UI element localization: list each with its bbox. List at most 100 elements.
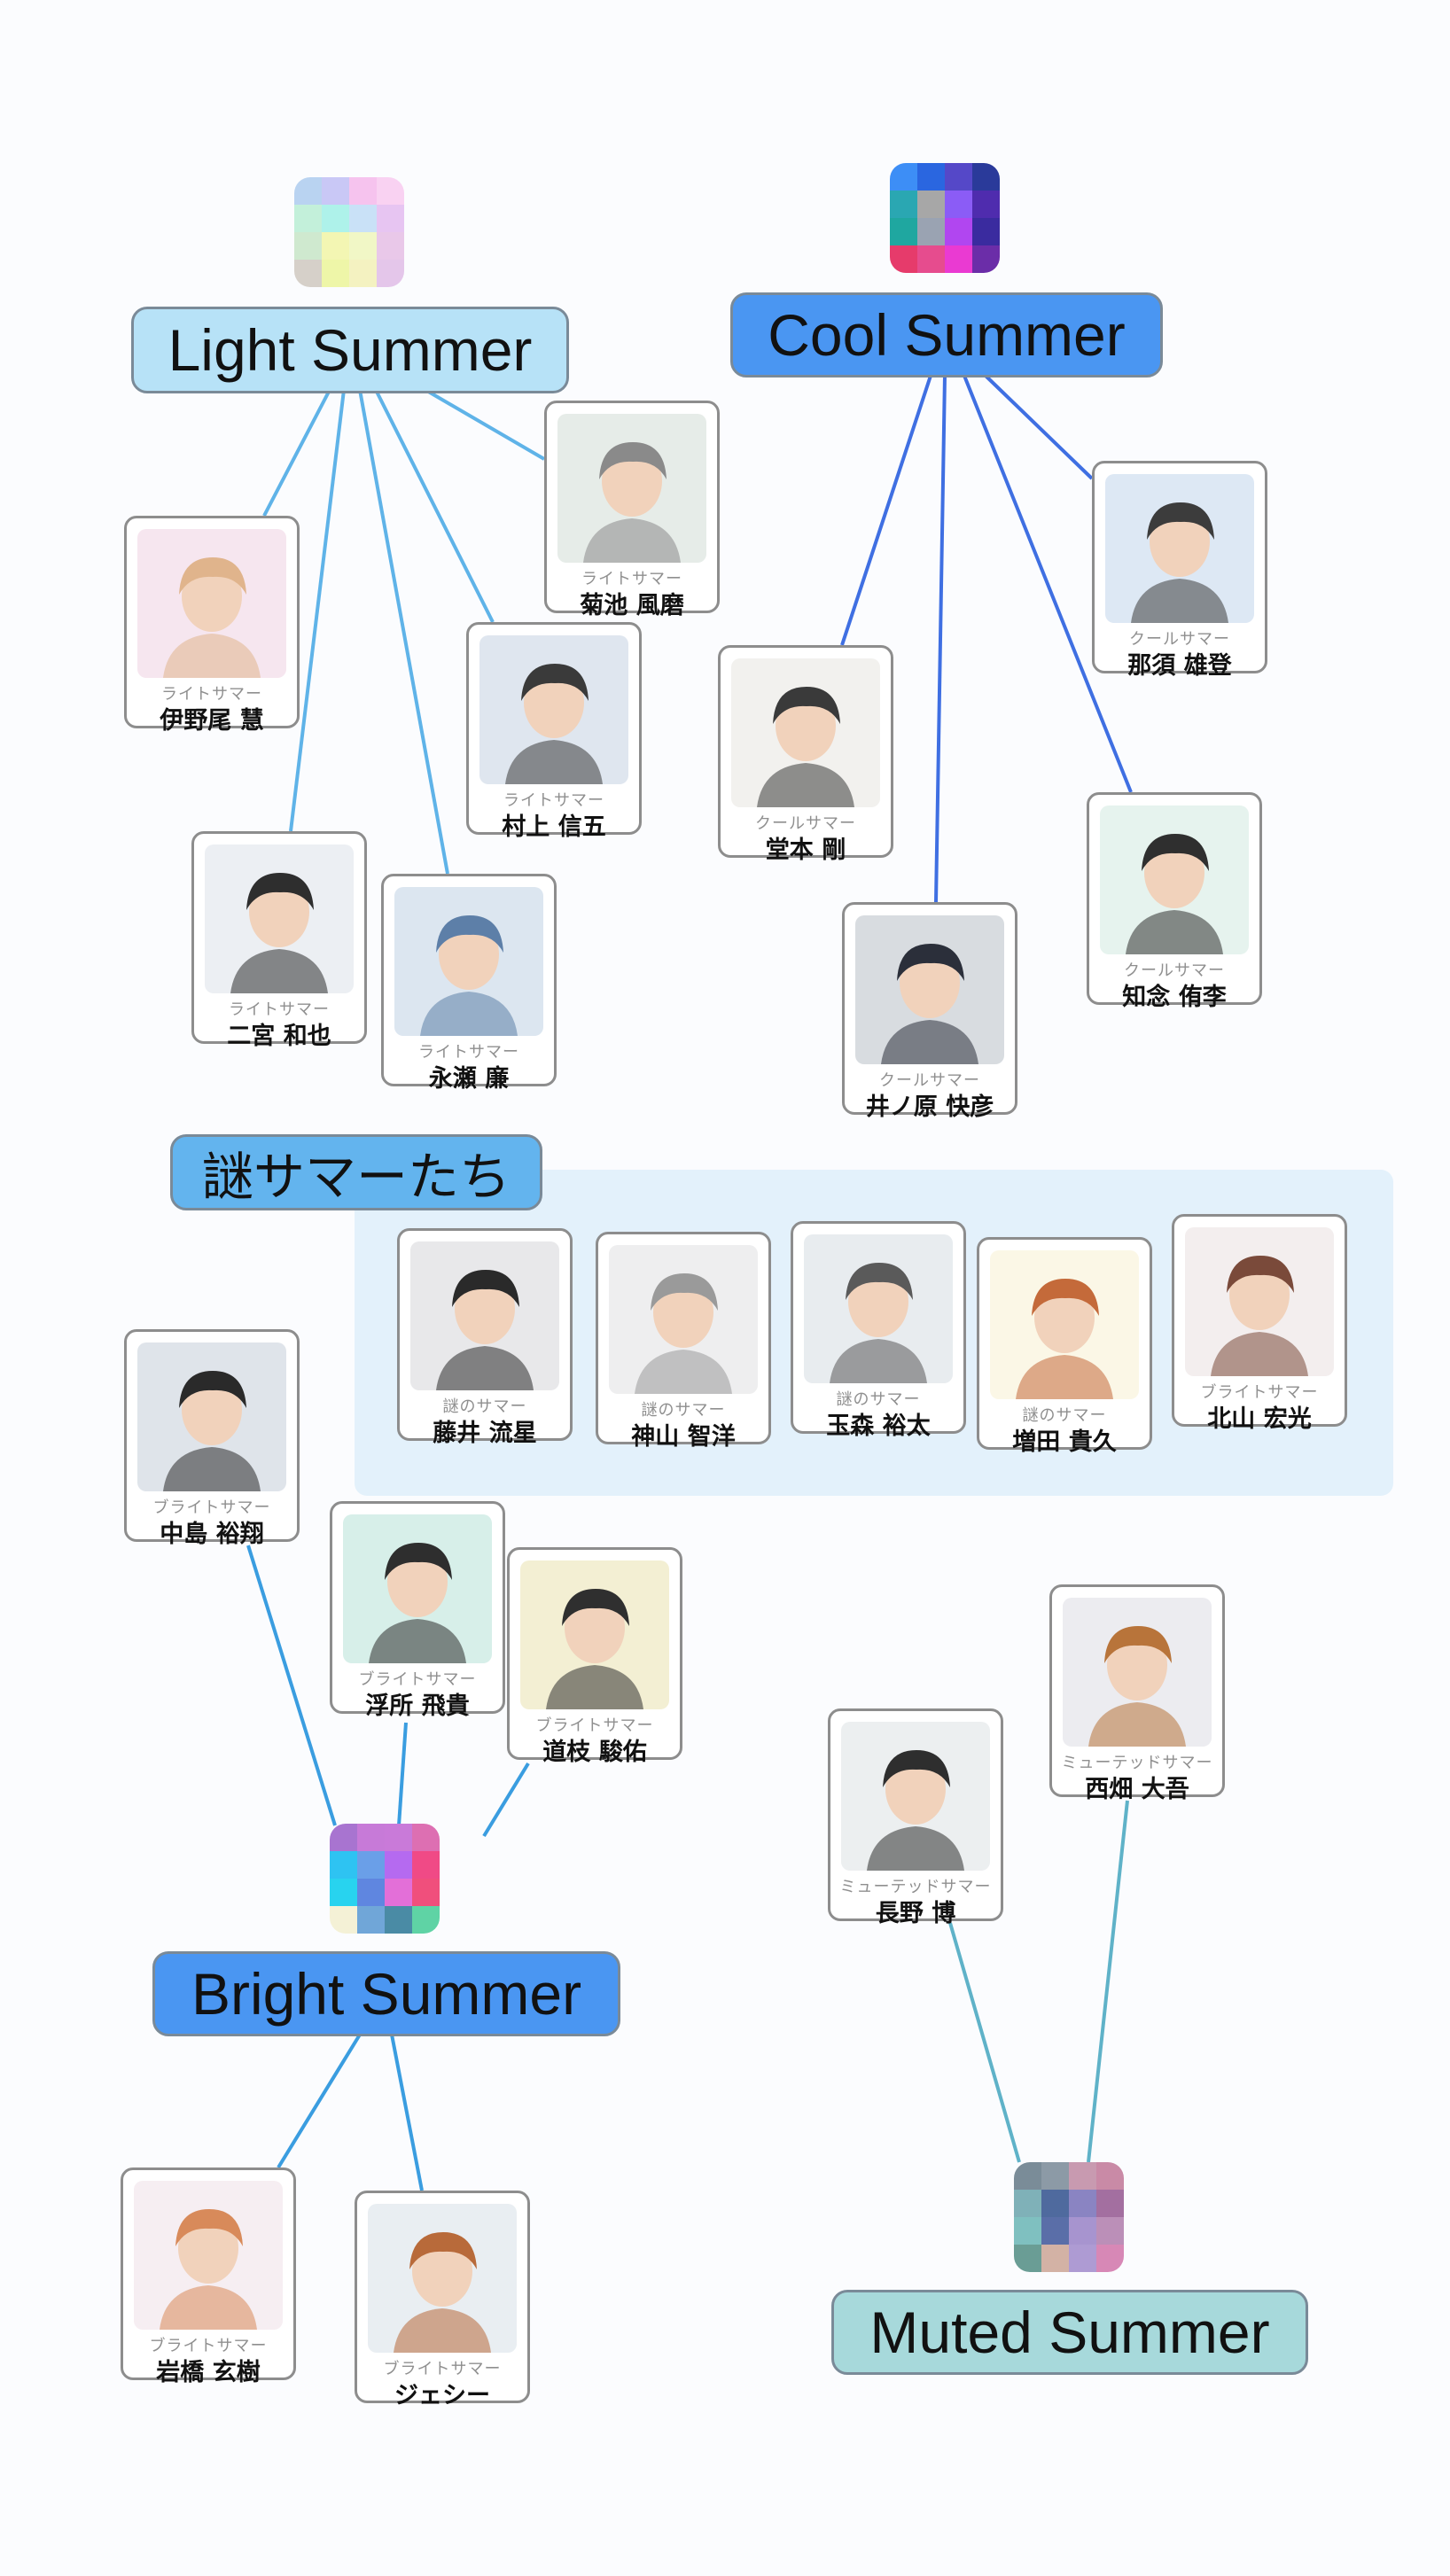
- swatch-cell: [377, 232, 404, 260]
- bright-summer-connectors: [246, 1545, 530, 2191]
- person-silhouette-icon: [369, 1543, 466, 1663]
- person-card: 謎のサマー藤井 流星: [397, 1228, 573, 1447]
- swatch-cell: [385, 1851, 412, 1879]
- swatch-cell: [385, 1824, 412, 1851]
- person-silhouette-icon: [635, 1273, 732, 1394]
- person-photo: [394, 887, 543, 1036]
- person-name: 知念 侑李: [1122, 984, 1227, 1011]
- swatch-cell: [917, 163, 945, 191]
- person-silhouette-icon: [1088, 1626, 1186, 1747]
- person-card: ライトサマー菊池 風磨: [544, 401, 720, 619]
- person-name: 長野 博: [875, 1900, 956, 1927]
- swatch-cell: [1069, 2162, 1096, 2190]
- swatch-cell: [330, 1851, 357, 1879]
- person-card: ライトサマー永瀬 廉: [381, 874, 557, 1093]
- swatch-cell: [1041, 2245, 1069, 2272]
- swatch-cell: [330, 1879, 357, 1906]
- person-name: 井ノ原 快彦: [865, 1093, 994, 1121]
- person-silhouette-icon: [546, 1589, 643, 1709]
- person-role: ライトサマー: [581, 570, 682, 588]
- swatch-cell: [1014, 2245, 1041, 2272]
- swatch-cell: [890, 163, 917, 191]
- person-photo: [1105, 474, 1254, 623]
- person-silhouette-icon: [881, 944, 978, 1064]
- person-silhouette-icon: [163, 1371, 261, 1491]
- swatch-cell: [349, 205, 377, 232]
- person-card: ブライトサマー中島 裕翔: [124, 1329, 300, 1548]
- swatch-cell: [1069, 2190, 1096, 2217]
- person-photo: [479, 635, 628, 784]
- person-role: クールサマー: [1129, 630, 1230, 649]
- swatch-cell: [377, 177, 404, 205]
- person-silhouette-icon: [230, 873, 328, 993]
- swatch-cell: [412, 1824, 440, 1851]
- person-name: 堂本 剛: [765, 837, 846, 864]
- person-photo: [410, 1241, 559, 1390]
- person-card: クールサマー井ノ原 快彦: [842, 902, 1017, 1121]
- person-role: 謎のサマー: [836, 1390, 921, 1409]
- swatch-cell: [972, 163, 1000, 191]
- swatch-cell: [917, 245, 945, 273]
- person-silhouette-icon: [1211, 1256, 1308, 1376]
- person-name: 玉森 裕太: [826, 1413, 931, 1440]
- light-summer-label: Light Summer: [131, 307, 569, 393]
- person-photo: [609, 1245, 758, 1394]
- swatch-cell: [1014, 2190, 1041, 2217]
- person-silhouette-icon: [757, 687, 854, 807]
- person-role: ライトサマー: [418, 1043, 519, 1062]
- person-photo: [368, 2204, 517, 2353]
- person-role: クールサマー: [755, 814, 856, 833]
- person-silhouette-icon: [436, 1270, 534, 1390]
- swatch-cell: [357, 1824, 385, 1851]
- bright-summer-label: Bright Summer: [152, 1951, 620, 2036]
- swatch-cell: [322, 205, 349, 232]
- person-photo: [1063, 1598, 1212, 1747]
- swatch-cell: [322, 232, 349, 260]
- person-photo: [137, 529, 286, 678]
- muted-summer-swatch: [1014, 2162, 1124, 2272]
- person-name: ジェシー: [394, 2382, 490, 2409]
- person-name: 中島 裕翔: [160, 1521, 264, 1548]
- swatch-cell: [1069, 2245, 1096, 2272]
- person-role: クールサマー: [1124, 961, 1225, 980]
- swatch-cell: [890, 191, 917, 218]
- person-silhouette-icon: [1131, 502, 1228, 623]
- swatch-cell: [385, 1879, 412, 1906]
- swatch-cell: [294, 260, 322, 287]
- person-role: ブライトサマー: [358, 1670, 477, 1689]
- swatch-cell: [972, 191, 1000, 218]
- swatch-cell: [294, 205, 322, 232]
- person-photo: [855, 915, 1004, 1064]
- person-photo: [205, 844, 354, 993]
- person-card: クールサマー知念 侑李: [1087, 792, 1262, 1011]
- light-summer-swatch: [294, 177, 404, 287]
- person-photo: [841, 1722, 990, 1871]
- person-silhouette-icon: [163, 557, 261, 678]
- swatch-cell: [349, 260, 377, 287]
- person-photo: [137, 1342, 286, 1491]
- person-silhouette-icon: [1126, 834, 1223, 954]
- person-photo: [731, 658, 880, 807]
- person-card: 謎のサマー玉森 裕太: [791, 1221, 966, 1440]
- swatch-cell: [890, 218, 917, 245]
- swatch-cell: [1096, 2162, 1124, 2190]
- person-silhouette-icon: [1016, 1279, 1113, 1399]
- person-silhouette-icon: [394, 2232, 491, 2353]
- person-photo: [990, 1250, 1139, 1399]
- person-card: ブライトサマージェシー: [355, 2191, 530, 2409]
- swatch-cell: [377, 205, 404, 232]
- person-role: ブライトサマー: [1200, 1383, 1319, 1402]
- cool-summer-label: Cool Summer: [730, 292, 1163, 377]
- person-name: 菊池 風磨: [580, 592, 684, 619]
- person-name: 道枝 駿佑: [542, 1739, 647, 1766]
- person-role: 謎のサマー: [442, 1397, 527, 1416]
- person-photo: [1100, 805, 1249, 954]
- person-card: ミューテッドサマー長野 博: [828, 1708, 1003, 1927]
- person-role: ミューテッドサマー: [839, 1878, 992, 1896]
- swatch-cell: [1041, 2217, 1069, 2245]
- person-card: ブライトサマー北山 宏光: [1172, 1214, 1347, 1433]
- person-card: クールサマー堂本 剛: [718, 645, 893, 864]
- person-silhouette-icon: [160, 2209, 257, 2330]
- person-role: ライトサマー: [161, 685, 262, 704]
- person-card: ブライトサマー道枝 駿佑: [507, 1547, 682, 1766]
